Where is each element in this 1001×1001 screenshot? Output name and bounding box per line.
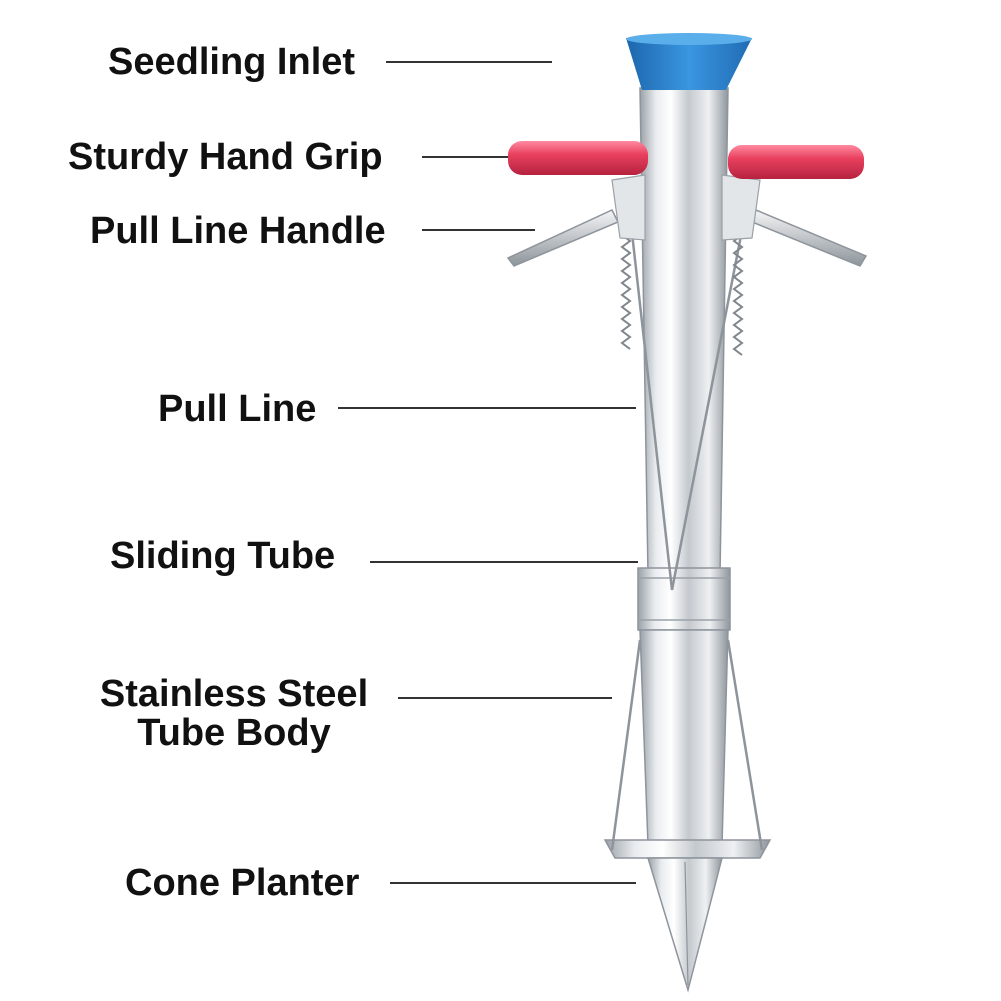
hand-grip-right — [728, 145, 864, 179]
label-pull-line: Pull Line — [158, 388, 317, 430]
springs — [620, 234, 744, 356]
label-tube-body: Stainless Steel Tube Body — [84, 675, 384, 753]
label-cone-planter: Cone Planter — [125, 862, 360, 904]
bottom-bracket — [603, 839, 772, 859]
pull-line-wires — [610, 214, 764, 851]
leader-lines — [338, 61, 638, 884]
lower-tube-body — [639, 629, 729, 846]
label-sliding-tube: Sliding Tube — [110, 535, 336, 577]
cone-planter-tip — [646, 857, 723, 993]
label-tube-body-line2: Tube Body — [137, 711, 331, 754]
seedling-inlet-cup — [626, 38, 752, 90]
label-pull-line-handle: Pull Line Handle — [90, 210, 386, 252]
pull-line-handle-left — [506, 209, 620, 267]
upper-tube — [639, 87, 729, 576]
label-sturdy-hand-grip: Sturdy Hand Grip — [68, 136, 383, 178]
hand-grip-left — [508, 141, 648, 175]
pull-line-handle-right — [751, 208, 868, 267]
label-seedling-inlet: Seedling Inlet — [108, 41, 356, 83]
label-tube-body-line1: Stainless Steel — [99, 673, 369, 715]
